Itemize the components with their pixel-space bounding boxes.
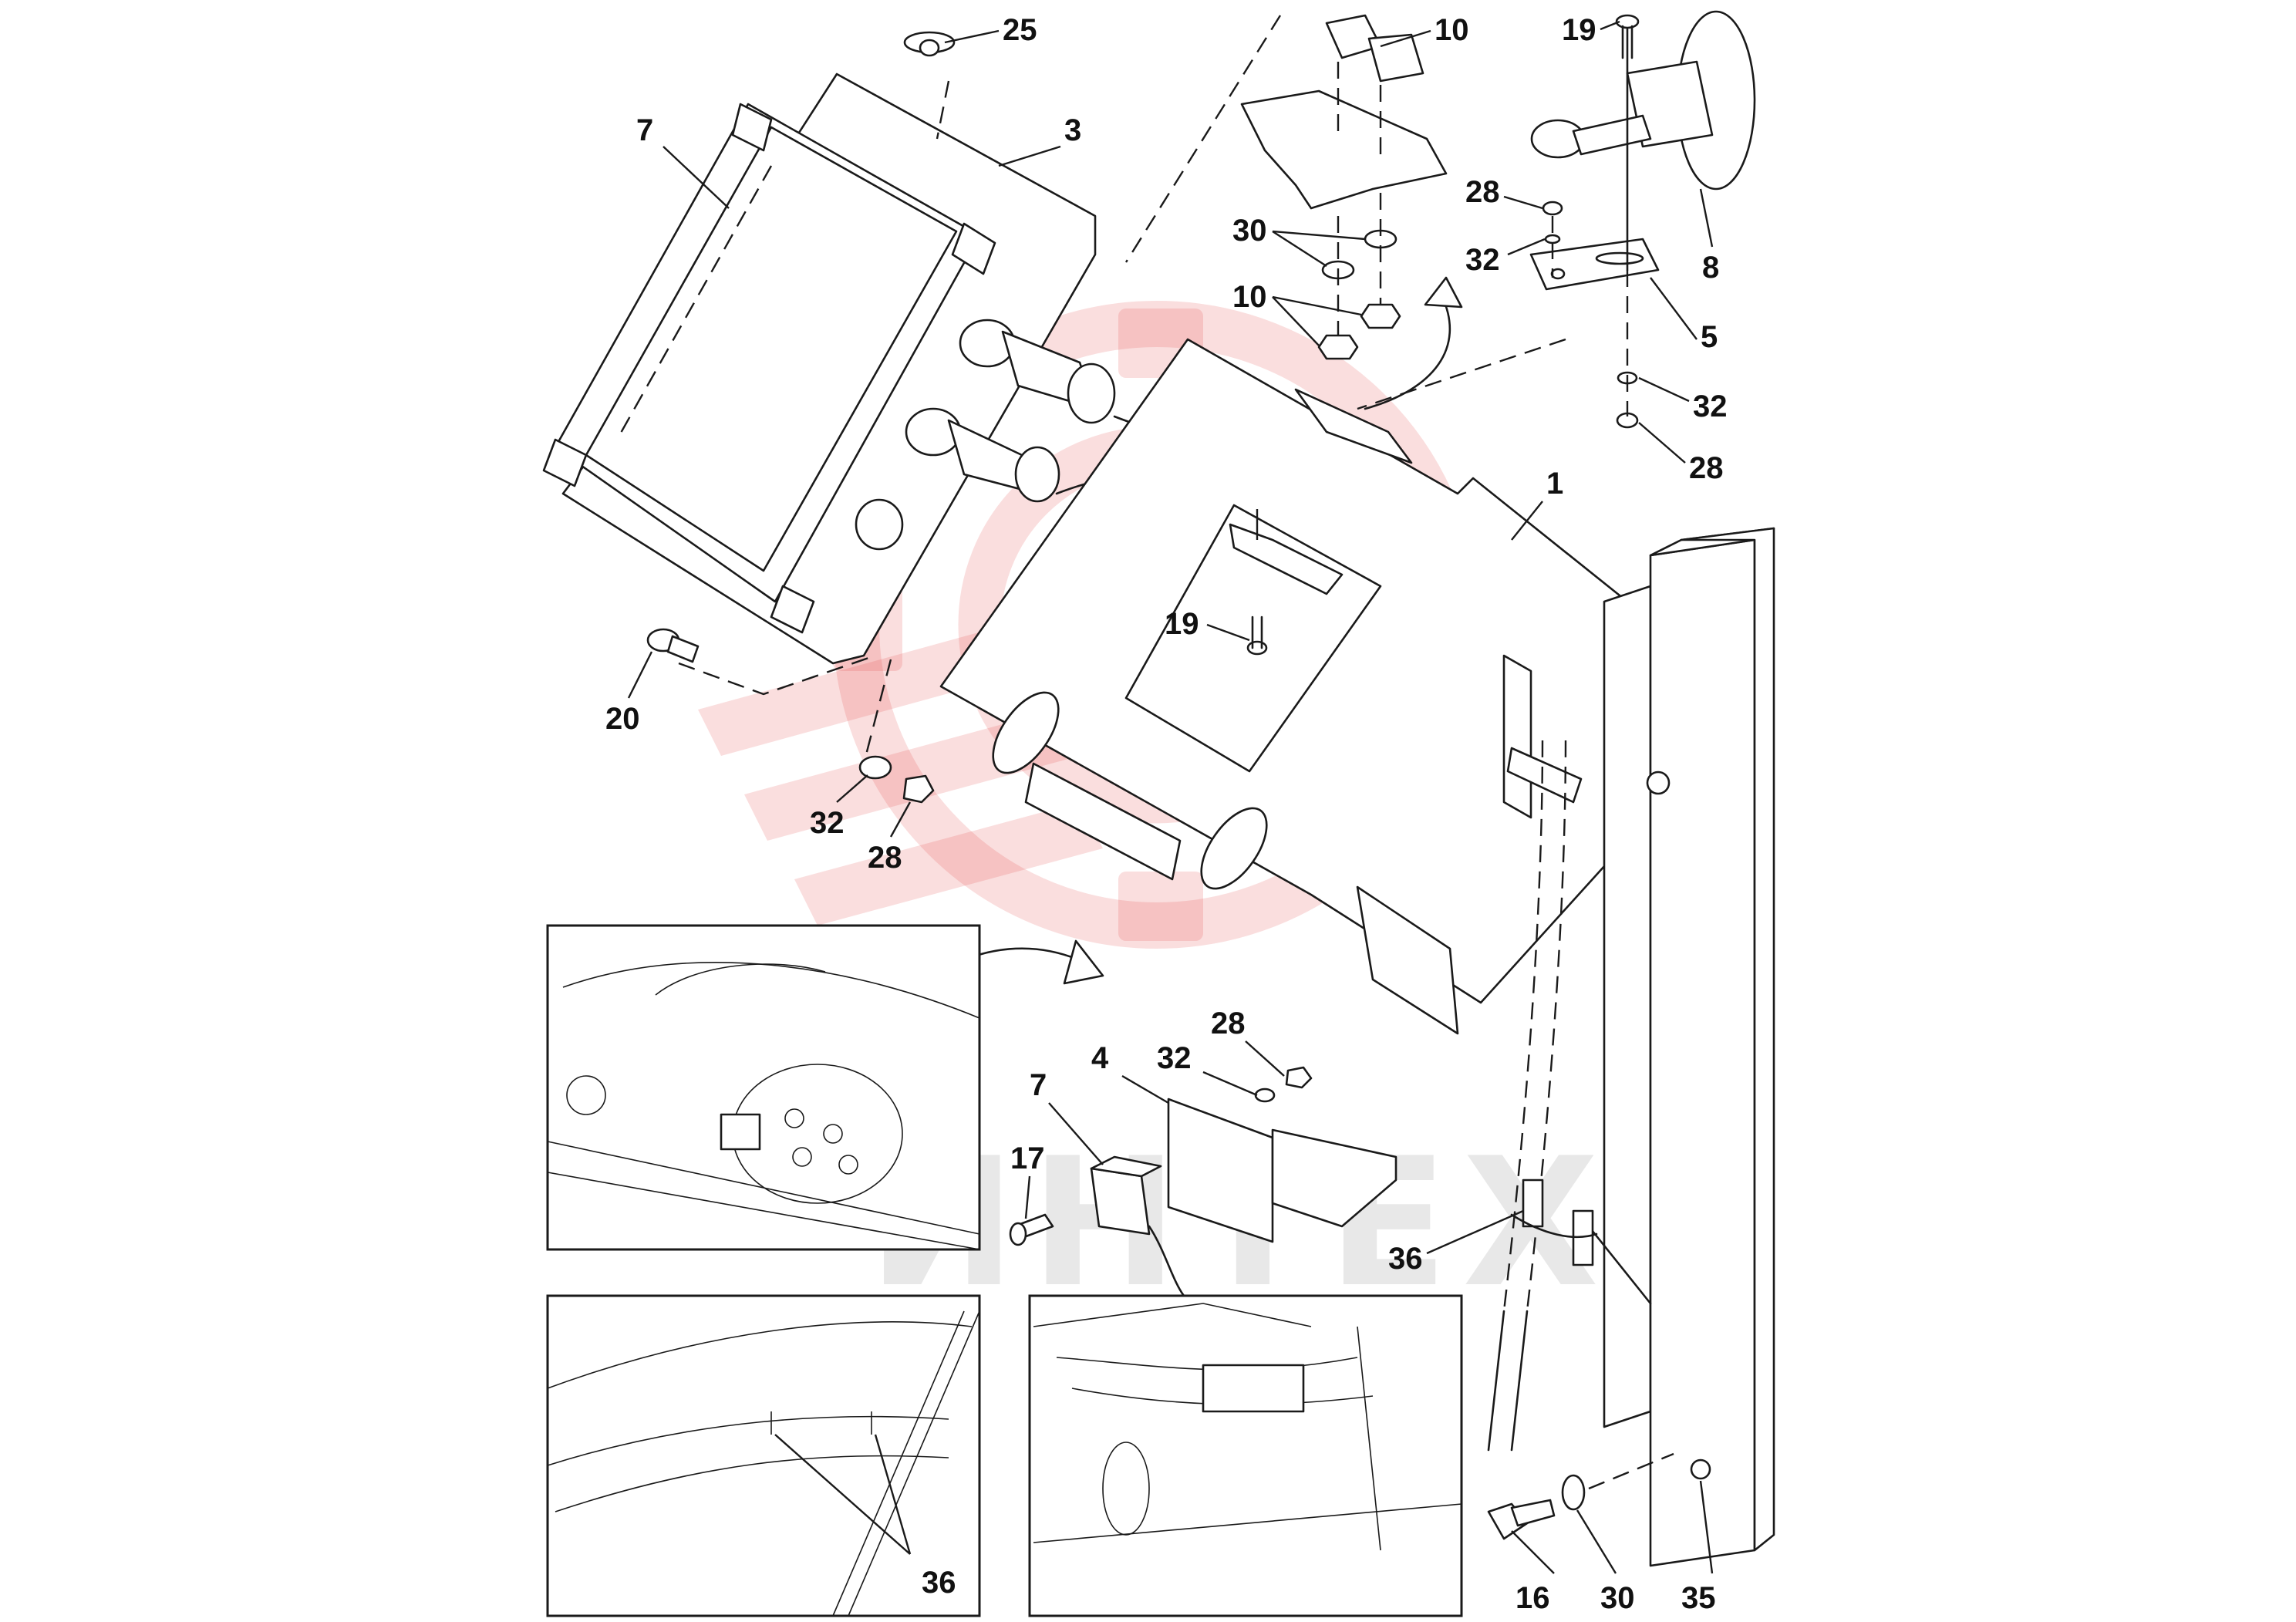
callout-32-strap: 32 [1693,389,1728,423]
control-module-assembly [542,73,1575,742]
leader-dashed-washer32 [862,659,892,764]
cable-lower-b [1487,1310,1505,1452]
install-arrow-upper [1364,295,1451,410]
callout-28-upper: 28 [1465,175,1500,209]
plate-slot-right [1200,807,1268,890]
clamp-plate [1240,89,1448,210]
cable-lower-a [1510,1310,1529,1452]
strap-plate [1529,238,1660,291]
inset-photo-sensor [720,1113,761,1151]
callout-32-left: 32 [810,806,845,840]
leader-lines [627,20,1714,1574]
sensor-plate-4 [1167,1098,1274,1243]
sensor-switch-assembly [1009,1066,1397,1297]
callout-10-lower: 10 [1232,280,1267,314]
mounting-plate [939,338,1629,1035]
callout-4: 4 [1091,1041,1109,1075]
vertical-post [1587,527,1775,1567]
install-arrowhead-upper [1424,276,1463,309]
washer-30-bottom [1561,1474,1586,1511]
leader-dashed-clamp [1124,15,1282,263]
callout-36-main: 36 [1388,1242,1423,1276]
screw-19-plate [1246,615,1268,656]
washer-32-d [1254,1088,1276,1103]
callout-19-top: 19 [1562,13,1596,47]
module-grommet [855,498,904,551]
inset-photo-top [546,924,981,1251]
leader-dashed-wingnut [936,80,950,140]
connector-plug-upper [959,319,1116,424]
nut-28-upper [1542,201,1563,216]
sensor-7-body [1090,1167,1151,1236]
callout-32-upper: 32 [1465,243,1500,277]
callout-8: 8 [1702,251,1719,285]
callout-28-strap: 28 [1689,451,1724,485]
plate-flange [1024,762,1182,881]
bolt-19-top [1615,14,1640,59]
callout-17: 17 [1010,1141,1045,1175]
cable-clip [1229,523,1344,595]
plate-clip-right [1506,747,1583,804]
post-side-bracket [1603,585,1652,1428]
cable-clip-36b [1572,1209,1594,1266]
wing-nut-25 [903,31,956,57]
callout-16: 16 [1515,1581,1550,1615]
leader-dashed-bolt16 [1588,1452,1674,1490]
leader-dashed-screw20 [678,654,876,696]
inset-photo-bottom-right [1028,1294,1463,1617]
screw-20 [646,628,700,663]
plate-side-wing [1356,885,1459,1035]
install-arrowhead-lower [1063,939,1104,985]
nut-28-d [1285,1066,1313,1089]
plate-right-slot [1502,654,1532,819]
callout-5: 5 [1701,320,1718,354]
callout-30-bottom: 30 [1600,1581,1635,1615]
horn-assembly [1529,10,1756,429]
sensor-cover [1271,1128,1397,1228]
callout-7-sensor: 7 [1030,1068,1047,1102]
callout-1: 1 [1546,467,1563,501]
callout-10-top: 10 [1435,13,1469,47]
callout-7-module: 7 [636,113,653,147]
nut-10-a [1360,303,1401,329]
sensor-clamp-assembly [1240,14,1448,360]
nut-28-c [902,774,935,804]
cable-tie-36 [1510,1213,1598,1239]
post-front [1649,538,1756,1567]
bolt-16-shank [1510,1499,1556,1527]
callout-35: 35 [1681,1581,1716,1615]
inset-photo-bracket [1202,1364,1305,1413]
callout-20: 20 [605,702,640,736]
sensor-cable [1148,1225,1185,1297]
callout-36-inset: 36 [922,1566,956,1600]
callout-32-sensor: 32 [1157,1041,1192,1075]
washer-32-c [858,755,892,780]
washer-32-upper [1544,234,1561,244]
plate-notch [1294,388,1413,464]
callout-3: 3 [1064,113,1081,147]
plate-slot-left [992,691,1060,774]
leader-dashed-strap [1357,338,1566,410]
callout-28-left: 28 [868,841,902,875]
connector-plug-lower [905,407,1060,503]
post-bolt [1646,771,1671,795]
callout-30-upper: 30 [1232,214,1267,248]
callout-19-plate: 19 [1165,607,1199,641]
module-frame [554,103,981,603]
callout-25: 25 [1003,13,1037,47]
post-right-face [1680,527,1775,1552]
cable-clip-36 [1522,1179,1544,1228]
callout-labels: 25 10 19 7 3 28 30 32 8 10 5 32 28 1 19 … [605,13,1728,1615]
post-hole [1690,1458,1711,1480]
nut-10-b [1317,334,1359,360]
inset-photo-bottom-left [546,1294,981,1617]
callout-28-sensor: 28 [1211,1007,1246,1040]
